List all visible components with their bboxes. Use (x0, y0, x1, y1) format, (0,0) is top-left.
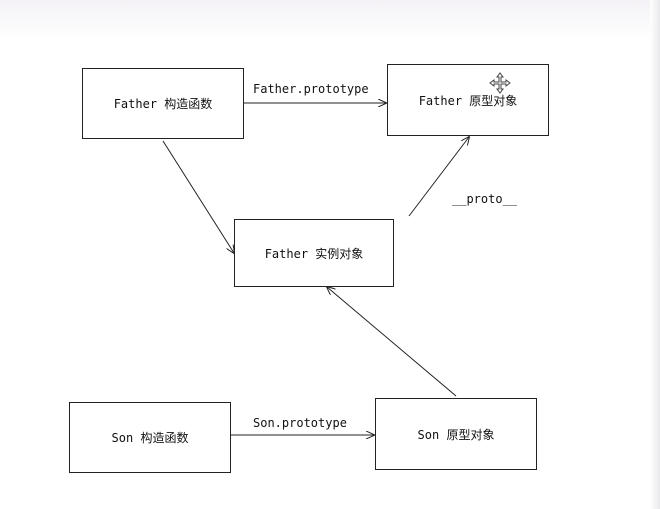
son-prototype-box: Son 原型对象 (375, 398, 537, 470)
father-constructor-label: Father 构造函数 (113, 97, 213, 111)
arrow-son-prototype-to-father-instance (327, 287, 457, 397)
window-edge-shade (650, 0, 660, 509)
son-constructor-box: Son 构造函数 (69, 402, 231, 473)
move-cursor-icon (489, 72, 511, 94)
proto-edge-label: __proto__ (452, 192, 518, 206)
father-instance-label: Father 实例对象 (264, 246, 364, 261)
arrow-instance-to-father-prototype (408, 137, 469, 217)
son-prototype-edge-label: Son.prototype (253, 416, 347, 430)
arrow-father-ctor-to-instance (162, 140, 234, 253)
father-prototype-box: Father 原型对象 (387, 64, 549, 136)
father-instance-box: Father 实例对象 (234, 219, 394, 287)
son-prototype-object-label: Son 原型对象 (417, 427, 495, 442)
father-constructor-box: Father 构造函数 (82, 68, 244, 139)
father-prototype-edge-label: Father.prototype (253, 82, 369, 96)
son-constructor-label: Son 构造函数 (111, 431, 189, 445)
father-prototype-object-label: Father 原型对象 (418, 93, 518, 108)
